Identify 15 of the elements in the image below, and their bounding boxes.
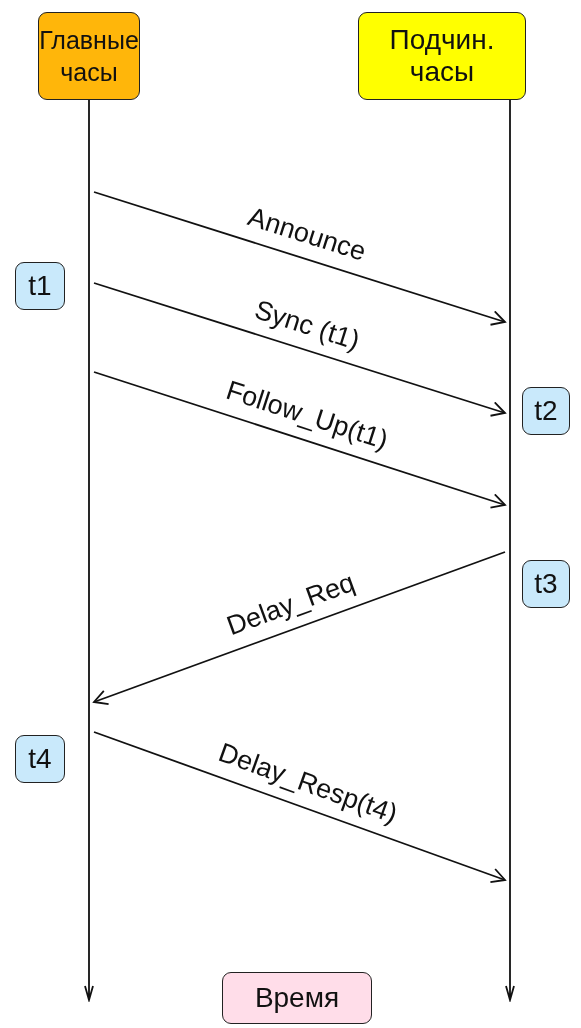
message-arrow [93,551,506,705]
lifeline-arrow [84,100,94,1002]
message-arrow [93,191,506,326]
timestamp-tag: t3 [522,560,570,608]
time-label: Время [222,972,372,1024]
clock-header: Главные часы [38,12,140,100]
lifeline-arrow [505,100,515,1002]
message-arrow [93,371,506,509]
clock-header: Подчин. часы [358,12,526,100]
message-arrow [93,282,506,417]
timestamp-tag: t1 [15,262,65,310]
timestamp-tag: t4 [15,735,65,783]
message-arrow [93,731,506,884]
timestamp-tag: t2 [522,387,570,435]
edge-label: Sync (t1) [250,294,363,357]
